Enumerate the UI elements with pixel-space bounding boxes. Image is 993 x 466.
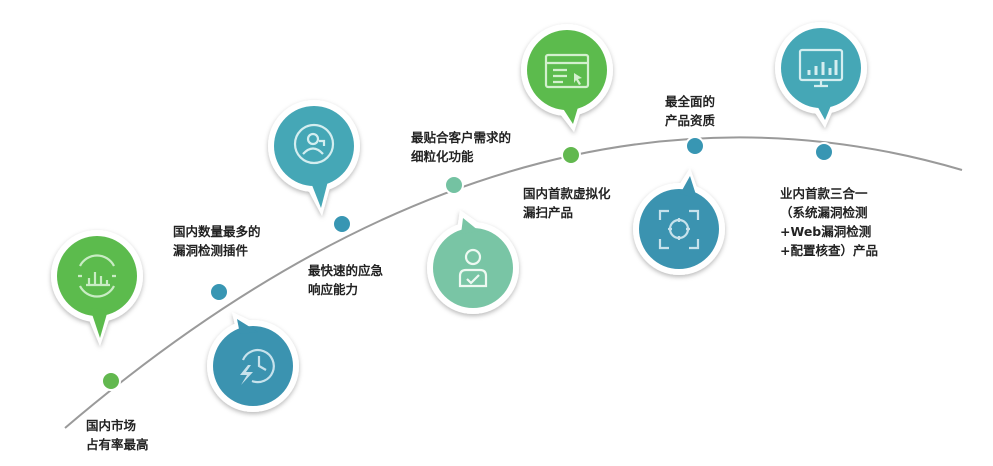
label-line: （系统漏洞检测 <box>780 205 868 220</box>
milestone-label-5: 国内首款虚拟化 漏扫产品 <box>523 184 611 222</box>
label-line: 占有率最高 <box>86 437 149 452</box>
bubble-5 <box>521 24 613 132</box>
milestone-dot-5 <box>561 145 581 165</box>
milestone-label-1: 国内市场 占有率最高 <box>86 416 149 454</box>
bubble-3 <box>268 100 360 216</box>
user-check-icon <box>458 248 488 288</box>
label-line: 响应能力 <box>308 282 359 297</box>
bubble-2 <box>207 312 299 412</box>
scan-target-icon <box>658 209 700 250</box>
browser-window-icon <box>544 53 590 89</box>
milestone-label-3: 最快速的应急 响应能力 <box>308 261 383 299</box>
user-headset-icon <box>293 123 335 165</box>
label-line: 国内数量最多的 <box>173 224 261 239</box>
label-line: 国内市场 <box>86 418 137 433</box>
milestone-dot-3 <box>332 214 352 234</box>
milestone-label-6: 最全面的 产品资质 <box>665 92 715 130</box>
timeline-curve <box>64 136 963 429</box>
label-line: 细粒化功能 <box>411 149 474 164</box>
bubble-4 <box>427 210 519 314</box>
label-line: +配置核查）产品 <box>780 243 878 258</box>
label-line: 国内首款虚拟化 <box>523 186 611 201</box>
label-line: 漏洞检测插件 <box>173 243 249 258</box>
label-line: 漏扫产品 <box>523 205 574 220</box>
bubble-7 <box>775 22 867 128</box>
milestone-dot-2 <box>209 282 229 302</box>
monitor-chart-icon <box>798 48 844 88</box>
milestone-label-2: 国内数量最多的 漏洞检测插件 <box>173 222 261 260</box>
label-line: +Web漏洞检测 <box>780 224 872 239</box>
milestone-dot-1 <box>101 371 121 391</box>
milestone-label-7: 业内首款三合一 （系统漏洞检测 +Web漏洞检测 +配置核查）产品 <box>780 184 878 260</box>
label-line: 最全面的 <box>665 94 716 109</box>
bubble-1 <box>51 230 143 346</box>
milestone-label-4: 最贴合客户需求的 细粒化功能 <box>411 128 511 166</box>
clock-lightning-icon <box>240 349 275 385</box>
label-line: 最快速的应急 <box>308 263 384 278</box>
label-line: 产品资质 <box>665 113 716 128</box>
label-line: 最贴合客户需求的 <box>411 130 512 145</box>
milestone-dot-4 <box>444 175 464 195</box>
bar-chart-circle-icon <box>78 254 116 298</box>
milestone-dot-6 <box>685 136 705 156</box>
label-line: 业内首款三合一 <box>780 186 868 201</box>
milestone-dot-7 <box>814 142 834 162</box>
